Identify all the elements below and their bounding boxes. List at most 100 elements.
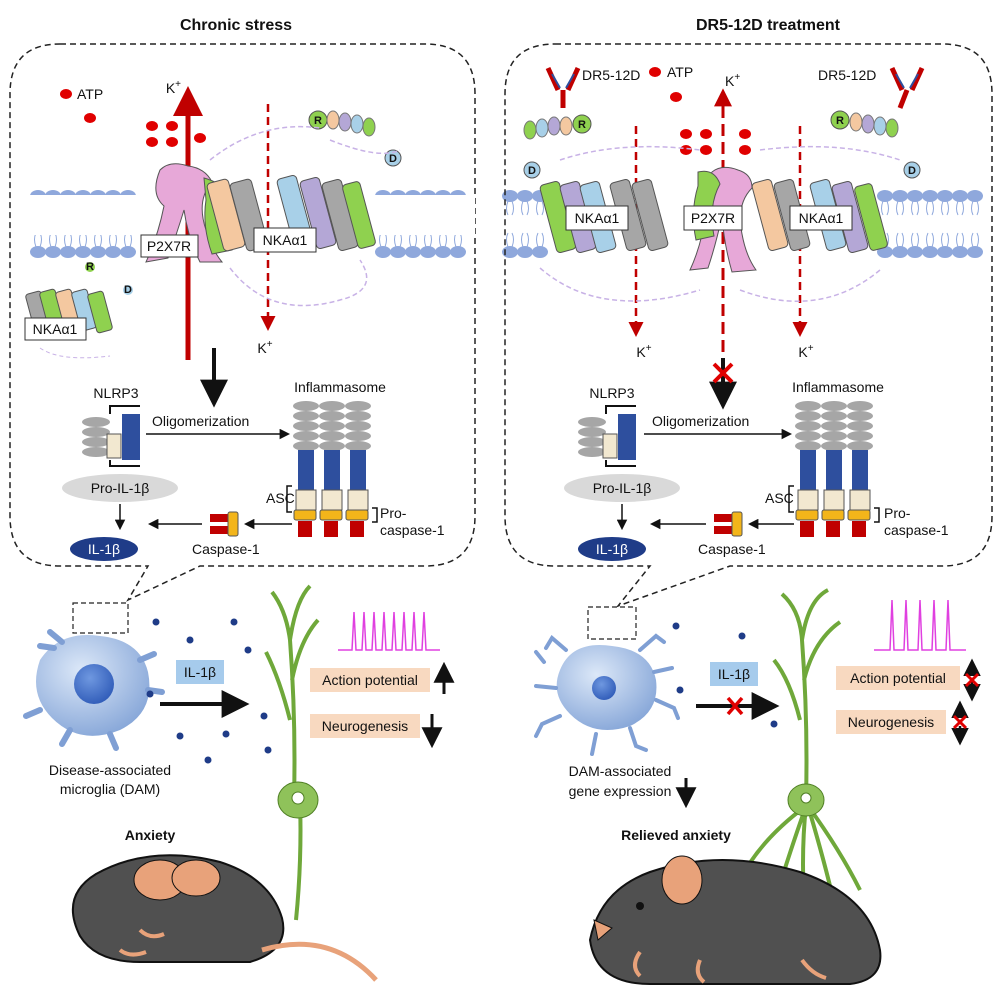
microglia-right (534, 633, 680, 756)
il1b-box-right (710, 662, 758, 686)
lipid-tail (926, 200, 934, 216)
lipid-tail (394, 232, 402, 248)
left-panel-title: Chronic stress (180, 17, 292, 34)
oligomerization-label: Oligomerization (152, 413, 249, 429)
lipid-head (892, 246, 908, 258)
svg-text:D: D (389, 153, 397, 165)
lipid-tail (79, 232, 87, 248)
nka-left-label: NKAα1 (575, 210, 620, 226)
il1b-label: IL-1β (88, 541, 120, 557)
caspase-1-dimer (210, 511, 239, 537)
nka-main-label: NKAα1 (263, 232, 308, 248)
lipid-tail (34, 232, 42, 248)
lipid-head (907, 246, 923, 258)
nlrp3-complex: NLRP3 (82, 385, 140, 467)
lipid-tail (956, 232, 964, 248)
dr5-12d-antibody-right (889, 66, 925, 109)
atp-dot (84, 113, 96, 123)
nka-right-label: NKAα1 (799, 210, 844, 226)
lipid-head (435, 246, 451, 258)
caspase-1-label: Caspase-1 (192, 541, 260, 557)
lipid-tail (911, 232, 919, 248)
dam-label-2: microglia (DAM) (60, 781, 160, 797)
svg-text:D: D (528, 165, 536, 177)
k-top-label: K+ (166, 79, 181, 96)
k-bottom-label: K+ (257, 339, 272, 356)
pro-caspase-label-1: Pro- (380, 505, 407, 521)
atp-label-right: ATP (667, 64, 693, 80)
atp-dot (649, 67, 661, 77)
lipid-head (75, 246, 91, 258)
block-x-icon-secretion (726, 696, 744, 716)
loop-dashes-right (539, 145, 901, 302)
lipid-tail (424, 232, 432, 248)
lipid-head (967, 190, 983, 202)
outcome-left: Anxiety (125, 827, 176, 843)
lipid-head (120, 246, 136, 258)
lipid-tail (926, 232, 934, 248)
pro-caspase-label-right-1: Pro- (884, 505, 911, 521)
pro-il1b-label-right: Pro-IL-1β (593, 480, 652, 496)
action-potential-label-right: Action potential (850, 670, 946, 686)
block-x-icon (712, 362, 734, 384)
lipid-tail (941, 232, 949, 248)
lipid-tail (881, 200, 889, 216)
lipid-head (877, 190, 893, 202)
lipid-head (502, 190, 518, 202)
lipid-head (375, 246, 391, 258)
svg-text:R: R (578, 119, 586, 131)
lipid-head (907, 190, 923, 202)
asc-label: ASC (266, 490, 295, 506)
inflammasome-columns (286, 401, 378, 537)
neuron-left (264, 584, 320, 921)
lipid-tail (409, 232, 417, 248)
lipid-head (922, 246, 938, 258)
nka-helix-bundle-right: NKAα1 (751, 179, 888, 253)
atp-cluster (146, 121, 206, 147)
action-potential-box-right (836, 666, 960, 690)
lipid-tail (379, 232, 387, 248)
microglia-left (23, 629, 165, 751)
lipid-tail (971, 232, 979, 248)
asc-label-right: ASC (765, 490, 794, 506)
dr5-12d-label-right: DR5-12D (818, 67, 876, 83)
il1b-box-label-right: IL-1β (718, 666, 750, 682)
neurogenesis-label-right: Neurogenesis (848, 714, 934, 730)
nka-helix-bundle-left: NKAα1 (539, 179, 669, 253)
p2x7r-label-right: P2X7R (691, 210, 735, 226)
lipid-tail (109, 232, 117, 248)
pro-il1b-label: Pro-IL-1β (91, 480, 150, 496)
nlrp3-label-right: NLRP3 (589, 385, 634, 401)
pro-il1b-oval (62, 474, 178, 502)
normalized-arrows-ap (963, 658, 981, 702)
lipid-tail (536, 200, 544, 216)
lipid-tail (454, 232, 462, 248)
lipid-head (922, 190, 938, 202)
spike-train-right (874, 599, 966, 651)
dam-gene-label-2: gene expression (569, 783, 672, 799)
lipid-head (90, 246, 106, 258)
lipid-head (502, 246, 518, 258)
il1b-oval (70, 537, 138, 561)
nka-small: NKAα1 R D (24, 261, 133, 359)
caspase-1-dimer-right (714, 511, 743, 537)
lipid-head (45, 246, 61, 258)
k-bottom-right-label: K+ (798, 343, 813, 360)
nlrp3-label: NLRP3 (93, 385, 138, 401)
p2x7r-receptor-right: P2X7R (683, 166, 757, 273)
svg-text:R: R (836, 115, 844, 127)
lipid-tail (506, 200, 514, 216)
lipid-head (450, 246, 466, 258)
rd-chain-right-b: R D (830, 110, 921, 179)
p2x7r-label: P2X7R (147, 238, 191, 254)
lipid-head (405, 246, 421, 258)
k-bottom-left-label: K+ (636, 343, 651, 360)
lipid-tail (439, 232, 447, 248)
neurogenesis-box-left (310, 714, 420, 738)
inflammasome-label: Inflammasome (294, 379, 386, 395)
lipid-tail (911, 200, 919, 216)
pro-caspase-label-2: caspase-1 (380, 522, 445, 538)
lipid-head (60, 246, 76, 258)
lipid-tail (536, 232, 544, 248)
svg-text:R: R (314, 115, 322, 127)
